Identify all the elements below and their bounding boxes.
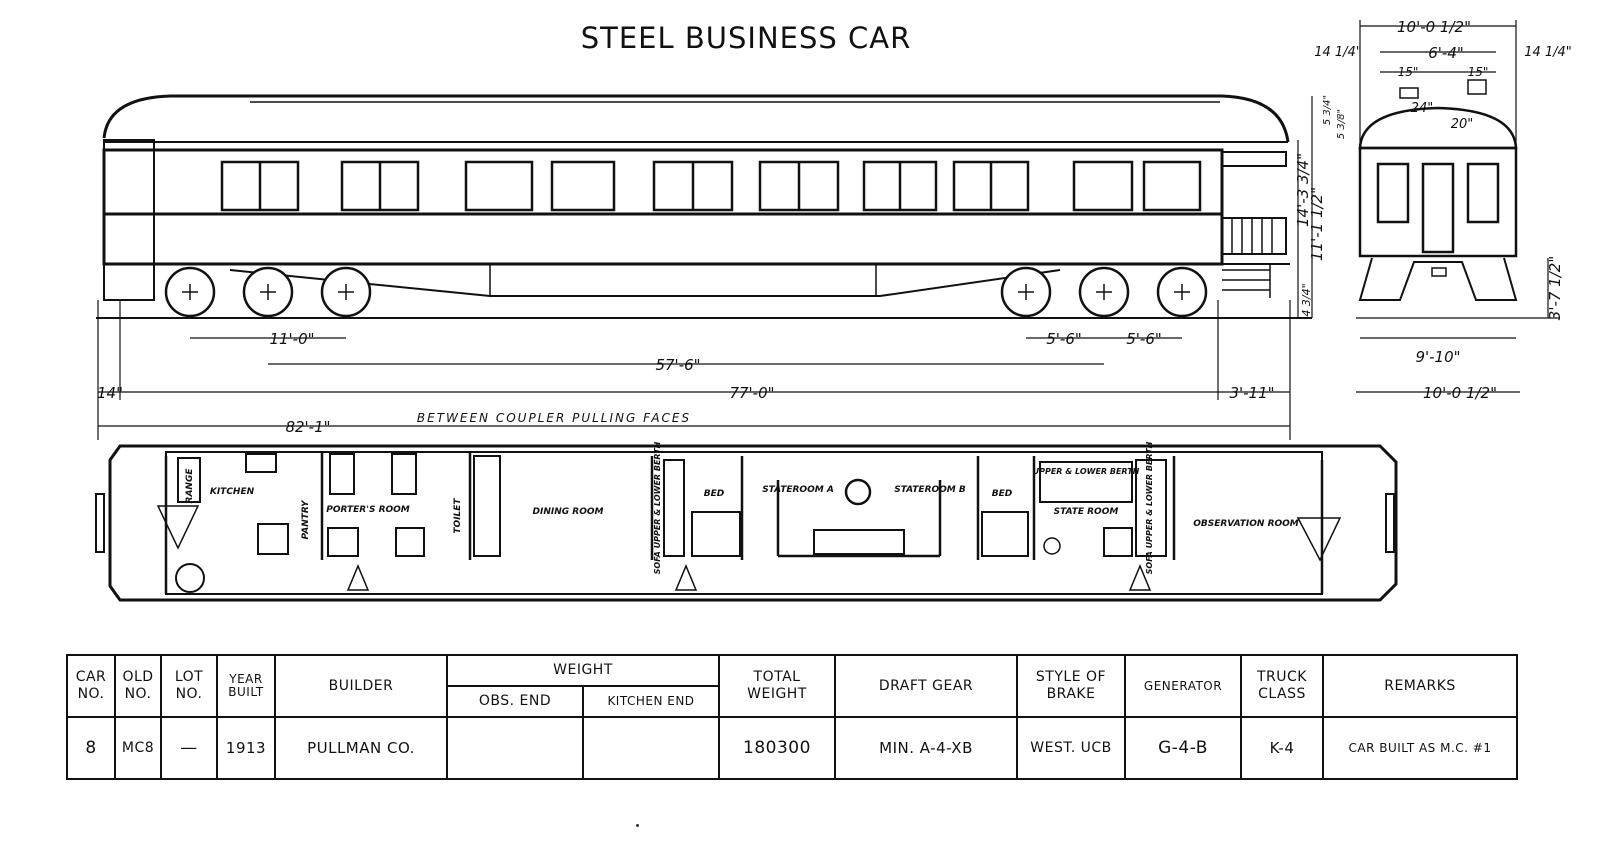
cell-year-built: 1913 xyxy=(216,716,276,780)
axle-marks xyxy=(182,284,1190,300)
dim-truck-centers: 57'-6" xyxy=(655,356,700,374)
col-brake: STYLE OF BRAKE xyxy=(1016,654,1126,718)
room-label-observation: OBSERVATION ROOM xyxy=(1193,519,1299,529)
end-dim-vent-left: 15" xyxy=(1398,65,1419,79)
cell-car-no: 8 xyxy=(66,716,116,780)
cell-draft-gear: MIN. A-4-XB xyxy=(834,716,1018,780)
cell-truck-class: K-4 xyxy=(1240,716,1324,780)
cell-remarks: CAR BUILT AS M.C. #1 xyxy=(1322,716,1518,780)
end-dim-side-right: 14 1/4" xyxy=(1524,45,1572,60)
dim-body-length: 77'-0" xyxy=(729,384,774,402)
room-label-toilet: TOILET xyxy=(453,498,463,534)
col-truck-class: TRUCK CLASS xyxy=(1240,654,1324,718)
col-year-built: YEAR BUILT xyxy=(216,654,276,718)
room-label-berth2: UPPER & LOWER BERTH xyxy=(1033,467,1140,476)
platform-railing xyxy=(1221,217,1287,255)
room-label-range: RANGE xyxy=(185,468,195,504)
wheels xyxy=(164,266,1208,318)
cell-obs-end xyxy=(446,716,584,780)
col-old-no: OLD NO. xyxy=(114,654,162,718)
room-label-kitchen: KITCHEN xyxy=(210,487,255,497)
spec-table: CAR NO. OLD NO. LOT NO. YEAR BUILT BUILD… xyxy=(66,654,1518,780)
spec-header-row-1: CAR NO. OLD NO. LOT NO. YEAR BUILT BUILD… xyxy=(66,654,1518,718)
side-windows xyxy=(220,160,1202,212)
col-builder: BUILDER xyxy=(274,654,448,718)
dim-over-couplers-note: BETWEEN COUPLER PULLING FACES xyxy=(417,411,691,425)
dim-height-total: 14'-3 3/4" xyxy=(1294,153,1312,227)
cell-total-weight: 180300 xyxy=(718,716,836,780)
room-label-dining: DINING ROOM xyxy=(533,507,604,517)
side-dimension-lines xyxy=(97,96,1313,440)
end-dim-roof-b: 20" xyxy=(1451,117,1474,132)
col-kitchen-end: KITCHEN END xyxy=(582,685,720,718)
room-label-berth1: SOFA UPPER & LOWER BERTH xyxy=(653,441,662,574)
end-dim-overall-top: 10'-0 1/2" xyxy=(1397,18,1471,36)
col-generator: GENERATOR xyxy=(1124,654,1242,718)
room-label-berth3: SOFA UPPER & LOWER BERTH xyxy=(1145,441,1154,574)
col-car-no: CAR NO. xyxy=(66,654,116,718)
dim-rail-height: 4 3/4" xyxy=(1300,283,1313,316)
end-dim-roof-h2: 5 3/8" xyxy=(1336,109,1347,139)
end-dim-bottom-overall: 10'-0 1/2" xyxy=(1423,384,1497,402)
dim-wheel-a: 5'-6" xyxy=(1046,330,1082,348)
end-dim-roof-h1: 5 3/4" xyxy=(1322,95,1333,125)
end-dim-roof-a: 24" xyxy=(1411,101,1434,116)
car-body xyxy=(102,148,1224,266)
floor-plan xyxy=(95,444,1398,602)
dim-end-right: 3'-11" xyxy=(1229,384,1274,402)
col-remarks: REMARKS xyxy=(1322,654,1518,718)
cell-lot-no: — xyxy=(160,716,218,780)
room-labels: RANGE KITCHEN PANTRY PORTER'S ROOM TOILE… xyxy=(185,441,1299,574)
dim-truck-wheelbase: 11'-0" xyxy=(269,330,314,348)
room-label-state-room: STATE ROOM xyxy=(1054,507,1119,517)
cell-generator: G-4-B xyxy=(1124,716,1242,780)
end-dim-step-height: 3'-7 1/2" xyxy=(1546,256,1564,320)
end-dimension-lines xyxy=(1356,20,1560,393)
col-draft-gear: DRAFT GEAR xyxy=(834,654,1018,718)
room-label-stateroom-b: STATEROOM B xyxy=(894,485,966,495)
platform-steps xyxy=(1222,264,1271,298)
dim-end-left: 14" xyxy=(97,384,123,402)
room-label-bed1: BED xyxy=(704,489,725,499)
cell-old-no: MC8 xyxy=(114,716,162,780)
col-obs-end: OBS. END xyxy=(446,685,584,718)
dim-height-body: 11'-1 1/2" xyxy=(1308,187,1326,261)
drawing-title: STEEL BUSINESS CAR xyxy=(581,21,912,55)
end-elevation xyxy=(1358,79,1518,301)
spec-header-row-2: OBS. END KITCHEN END xyxy=(67,685,1517,718)
col-total-weight: TOTAL WEIGHT xyxy=(718,654,836,718)
roof-outline xyxy=(102,94,1290,143)
room-label-stateroom-a: STATEROOM A xyxy=(762,485,834,495)
end-dim-bottom-inner: 9'-10" xyxy=(1415,348,1460,366)
cell-builder: PULLMAN CO. xyxy=(274,716,448,780)
room-label-pantry: PANTRY xyxy=(301,499,311,540)
end-dim-inner: 6'-4" xyxy=(1428,44,1464,62)
room-label-porters: PORTER'S ROOM xyxy=(326,505,410,515)
col-lot-no: LOT NO. xyxy=(160,654,218,718)
end-dim-vent-right: 15" xyxy=(1468,65,1489,79)
side-elevation xyxy=(96,94,1312,319)
col-weight: WEIGHT xyxy=(446,654,720,687)
dim-wheel-b: 5'-6" xyxy=(1126,330,1162,348)
room-label-bed2: BED xyxy=(992,489,1013,499)
spec-data-row: 8 MC8 — 1913 PULLMAN CO. 180300 MIN. A-4… xyxy=(66,716,1518,780)
vestibule xyxy=(103,139,155,301)
cell-kitchen-end xyxy=(582,716,720,780)
end-dim-side-left: 14 1/4" xyxy=(1314,45,1362,60)
cell-brake: WEST. UCB xyxy=(1016,716,1126,780)
platform-awning xyxy=(1222,151,1287,167)
dim-over-couplers: 82'-1" xyxy=(285,418,330,436)
stray-mark xyxy=(636,824,639,827)
